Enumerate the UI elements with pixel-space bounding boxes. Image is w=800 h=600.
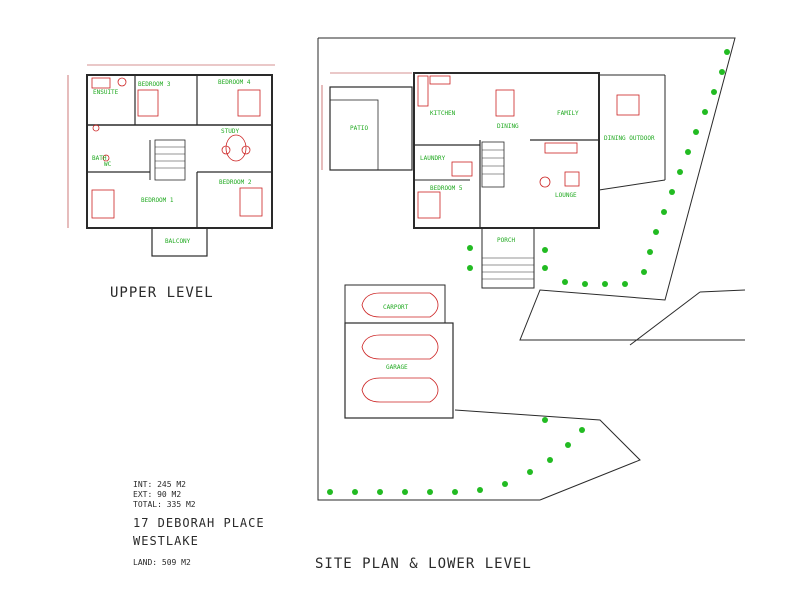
lower-level-furniture: [361, 75, 640, 403]
car-icon: [361, 292, 439, 318]
dining-label: DINING: [497, 123, 519, 130]
upper-level-title: UPPER LEVEL: [110, 285, 214, 301]
porch-label: PORCH: [497, 237, 515, 244]
bedroom5-label: BEDROOM 5: [430, 185, 463, 192]
upper-level-furniture: [91, 77, 263, 219]
basin-icon: [117, 77, 127, 87]
lounge-label: LOUNGE: [555, 192, 577, 199]
ensuite-label: ENSUITE: [93, 89, 119, 96]
bedroom4-label: BEDROOM 4: [218, 79, 251, 86]
bathtub-icon: [91, 77, 111, 89]
address-line2: WESTLAKE: [133, 534, 199, 548]
kitchen-label: KITCHEN: [430, 110, 456, 117]
lower-level-plan: [321, 72, 666, 419]
bed-icon: [239, 187, 263, 217]
armchair-icon: [564, 171, 580, 187]
site-boundary: [317, 37, 746, 501]
bed-icon: [137, 89, 159, 117]
bath-label: BATH: [92, 155, 107, 162]
laundry-label: LAUNDRY: [420, 155, 446, 162]
trees: [327, 49, 730, 495]
sofa-icon: [544, 142, 578, 154]
chair-icon: [241, 145, 251, 155]
garage-label: GARAGE: [386, 364, 408, 371]
land-area: LAND: 509 M2: [133, 558, 191, 567]
patio-label: PATIO: [350, 125, 368, 132]
toilet-icon: [102, 154, 110, 162]
exterior-area: EXT: 90 M2: [133, 490, 181, 499]
chair-icon: [221, 145, 231, 155]
lower-level-title: SITE PLAN & LOWER LEVEL: [315, 556, 532, 572]
bed-icon: [237, 89, 261, 117]
family-label: FAMILY: [557, 110, 579, 117]
bedroom1-label: BEDROOM 1: [141, 197, 174, 204]
bed-icon: [417, 191, 441, 219]
interior-area: INT: 245 M2: [133, 480, 186, 489]
address-line1: 17 DEBORAH PLACE: [133, 516, 265, 530]
dining-outdoor-label: DINING OUTDOOR: [604, 135, 655, 142]
car-icon: [361, 334, 439, 360]
wc-label: WC: [104, 161, 112, 168]
study-label: STUDY: [221, 128, 239, 135]
dining-table-icon: [495, 89, 515, 117]
chair-icon: [539, 176, 551, 188]
bed-icon: [91, 189, 115, 219]
bedroom2-label: BEDROOM 2: [219, 179, 252, 186]
desk-icon: [225, 134, 247, 162]
toilet-icon: [92, 124, 100, 132]
kitchen-bench-icon: [417, 75, 429, 107]
bedroom3-label: BEDROOM 3: [138, 81, 171, 88]
total-area: TOTAL: 335 M2: [133, 500, 196, 509]
balcony-label: BALCONY: [165, 238, 191, 245]
laundry-icon: [451, 161, 473, 177]
carport-label: CARPORT: [383, 304, 409, 311]
kitchen-bench-icon: [429, 75, 451, 85]
car-icon: [361, 377, 439, 403]
outdoor-table-icon: [616, 94, 640, 116]
upper-level-plan: [67, 64, 275, 257]
